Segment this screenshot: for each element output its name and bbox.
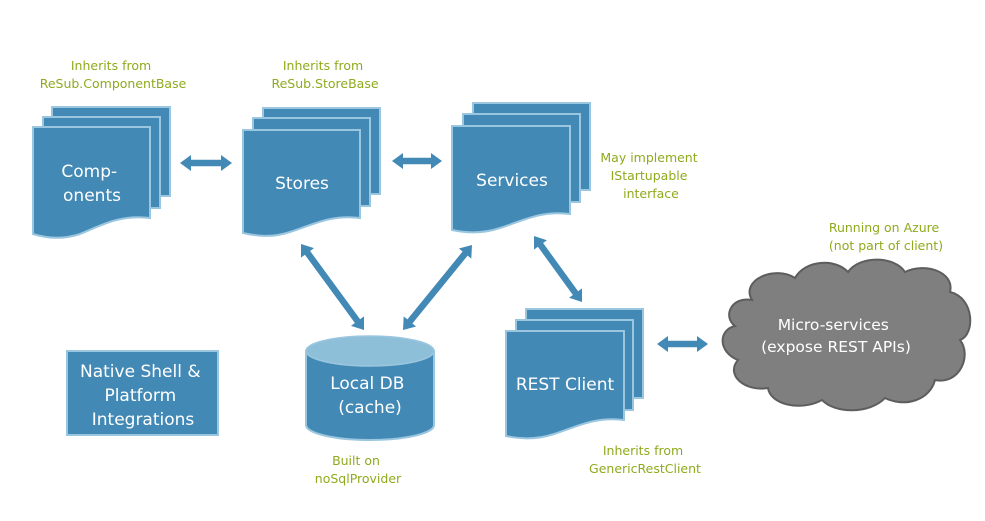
rest-client-label-line: REST Client — [516, 375, 615, 395]
micro-services-node[interactable]: Micro-services (expose REST APIs) — [721, 258, 972, 412]
components-label: Comp- onents — [61, 162, 122, 206]
local-db-note-line: Built on — [332, 453, 380, 468]
connector-arrows — [180, 153, 708, 352]
local-db-node[interactable]: Local DB (cache) — [305, 335, 435, 441]
local-db-label-line: (cache) — [338, 398, 402, 418]
rest-client-label: REST Client — [516, 375, 615, 395]
azure-note-line: (not part of client) — [829, 238, 943, 253]
native-shell-label-line: Platform — [104, 386, 176, 406]
rest-client-node[interactable]: REST Client — [505, 308, 644, 440]
components-page-front — [32, 126, 151, 239]
arrow-services-to-rest-client — [534, 236, 582, 302]
stores-node[interactable]: Stores — [242, 107, 381, 237]
services-note-line: interface — [623, 186, 679, 201]
local-db-note: Built on noSqlProvider — [315, 453, 402, 486]
services-label-line: Services — [476, 171, 548, 191]
arrow-stores-to-services — [392, 153, 442, 169]
rest-client-note-line: GenericRestClient — [589, 461, 701, 476]
services-page-front — [451, 125, 571, 234]
rest-client-note: Inherits from GenericRestClient — [589, 443, 701, 476]
arrow-rest-client-to-micro-services — [657, 336, 708, 352]
native-shell-label-line: Native Shell & — [80, 362, 201, 382]
local-db-cylinder-body — [305, 350, 435, 441]
native-shell-label-line: Integrations — [92, 410, 195, 430]
native-shell-label: Native Shell & Platform Integrations — [80, 362, 206, 430]
local-db-label-line: Local DB — [330, 374, 404, 394]
services-node[interactable]: Services — [451, 102, 591, 234]
services-note-line: IStartupable — [611, 168, 688, 183]
local-db-label: Local DB (cache) — [330, 374, 410, 418]
services-label: Services — [476, 171, 548, 191]
arrow-services-to-local-db — [403, 245, 472, 330]
native-shell-node[interactable]: Native Shell & Platform Integrations — [66, 350, 219, 436]
micro-services-label: Micro-services (expose REST APIs) — [761, 315, 911, 356]
arrow-components-to-stores — [180, 155, 232, 171]
components-label-line: onents — [63, 186, 121, 206]
native-shell-box — [66, 350, 219, 436]
rest-client-page-front — [505, 330, 625, 440]
local-db-note-line: noSqlProvider — [315, 471, 402, 486]
arrow-stores-to-local-db — [301, 244, 364, 330]
local-db-cylinder-top — [305, 335, 435, 367]
stores-note-line: Inherits from — [283, 58, 363, 73]
services-note: May implement IStartupable interface — [600, 150, 701, 201]
micro-services-label-line: Micro-services — [778, 316, 889, 334]
components-note-line: Inherits from — [71, 58, 151, 73]
cloud-shape — [721, 258, 972, 412]
azure-note-line: Running on Azure — [829, 220, 940, 235]
stores-page-front — [242, 129, 361, 237]
components-note: Inherits from ReSub.ComponentBase — [40, 58, 187, 91]
components-node[interactable]: Comp- onents — [32, 106, 171, 239]
rest-client-note-line: Inherits from — [603, 443, 683, 458]
components-note-line: ReSub.ComponentBase — [40, 76, 187, 91]
stores-note: Inherits from ReSub.StoreBase — [271, 58, 378, 91]
stores-note-line: ReSub.StoreBase — [271, 76, 378, 91]
stores-label-line: Stores — [275, 174, 329, 194]
micro-services-label-line: (expose REST APIs) — [761, 338, 911, 356]
components-label-line: Comp- — [61, 162, 117, 182]
services-note-line: May implement — [600, 150, 697, 165]
azure-note: Running on Azure (not part of client) — [829, 220, 943, 253]
stores-label: Stores — [275, 174, 329, 194]
